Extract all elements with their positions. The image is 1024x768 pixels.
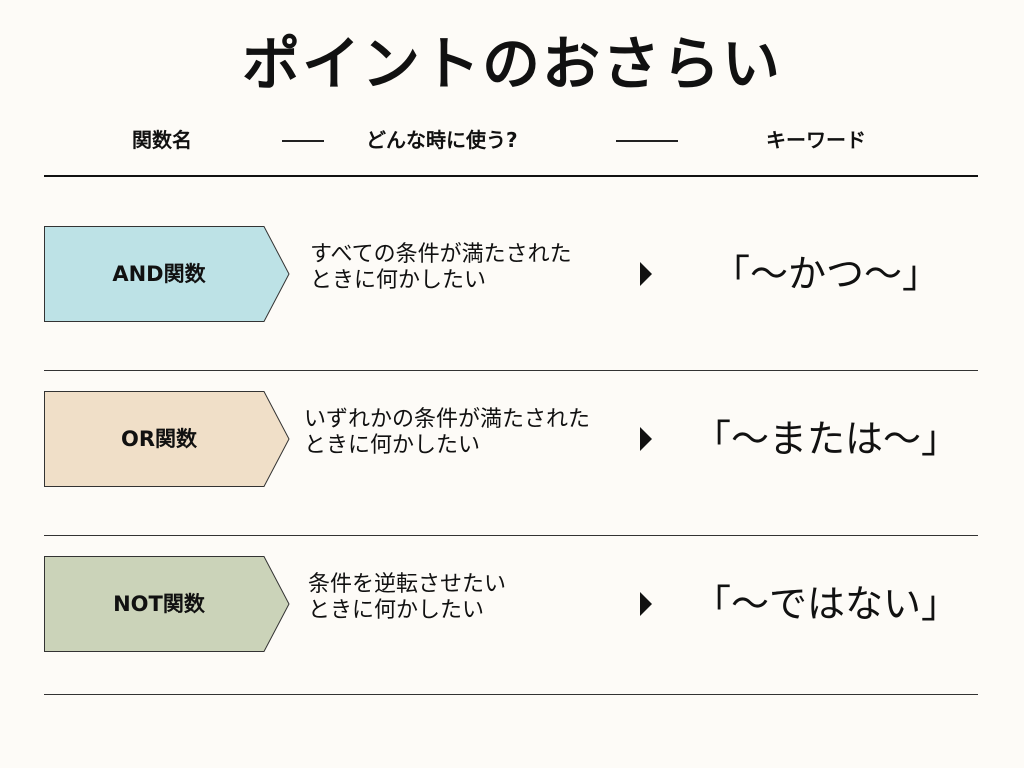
triangle-right-icon [640,427,652,451]
function-badge-and: AND関数 [44,226,290,322]
function-name: NOT関数 [113,592,205,616]
usage-line-2: ときに何かしたい [308,598,485,623]
chevron-shape [44,556,290,652]
keyword-text: 「～かつ～」 [711,252,940,296]
usage-description: すべての条件が満たされた ときに何かしたい [310,242,572,294]
usage-line-1: すべての条件が満たされた [310,242,572,267]
page-title: ポイントのおさらい [241,30,782,98]
summary-row-and: AND関数 すべての条件が満たされた ときに何かしたい 「～かつ～」 [0,226,1024,322]
row-divider-1 [44,370,978,371]
usage-line-1: いずれかの条件が満たされた [304,407,591,432]
chevron-shape [44,391,290,487]
usage-line-2: ときに何かしたい [304,433,481,458]
triangle-right-icon [640,592,652,616]
usage-line-2: ときに何かしたい [310,268,487,293]
function-name: AND関数 [112,262,206,286]
summary-row-or: OR関数 いずれかの条件が満たされた ときに何かしたい 「～または～」 [0,391,1024,487]
header-dash-2 [616,140,678,142]
header-dash-1 [282,140,324,142]
chevron-shape [44,226,290,322]
usage-description: 条件を逆転させたい ときに何かしたい [308,572,506,624]
triangle-right-icon [640,262,652,286]
header-divider [44,175,978,177]
keyword-text: 「～または～」 [692,417,959,461]
function-badge-or: OR関数 [44,391,290,487]
usage-description: いずれかの条件が満たされた ときに何かしたい [304,407,590,459]
function-name: OR関数 [120,427,198,451]
header-when-to-use: どんな時に使う? [366,128,518,152]
header-function-name: 関数名 [132,128,192,152]
keyword-text: 「～ではない」 [692,582,959,626]
row-divider-2 [44,535,978,536]
function-badge-not: NOT関数 [44,556,290,652]
summary-row-not: NOT関数 条件を逆転させたい ときに何かしたい 「～ではない」 [0,556,1024,652]
usage-line-1: 条件を逆転させたい [308,572,507,597]
row-divider-3 [44,694,978,695]
header-keyword: キーワード [766,128,866,152]
